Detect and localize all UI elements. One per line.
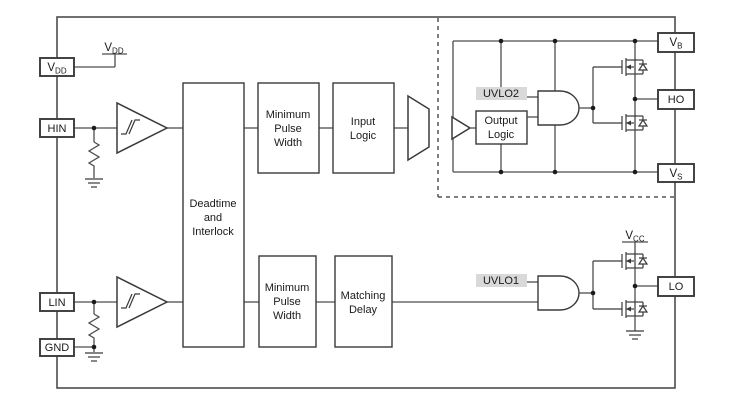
low-side-and-gate <box>537 275 580 311</box>
svg-text:UVLO2: UVLO2 <box>483 88 519 100</box>
hin-ground-icon <box>84 178 104 188</box>
svg-text:VDD: VDD <box>47 62 66 76</box>
pin-hin: HIN <box>39 118 75 138</box>
junction-dot <box>590 105 596 111</box>
high-side-top-mosfet-icon <box>592 57 648 77</box>
lin-schmitt-trigger <box>116 275 169 329</box>
pin-ho: HO <box>657 89 695 110</box>
junction-dot <box>91 299 97 305</box>
junction-dot <box>91 125 97 131</box>
hin-schmitt-trigger <box>116 101 169 155</box>
block-label: and <box>204 212 222 224</box>
vdd-supply-label: VDD <box>104 42 123 56</box>
output-logic-block: Output Logic <box>475 110 528 145</box>
block-label: Interlock <box>192 226 234 238</box>
svg-text:VS: VS <box>669 168 682 182</box>
block-label: Input <box>351 116 375 128</box>
high-side-bottom-mosfet-icon <box>592 113 648 133</box>
hysteresis-icon <box>121 119 140 135</box>
block-label: Output <box>484 115 517 127</box>
matching-delay-block: Matching Delay <box>334 255 393 348</box>
block-label: Width <box>273 310 301 322</box>
pin-gnd: GND <box>39 338 75 357</box>
svg-text:VB: VB <box>669 37 682 51</box>
svg-text:LIN: LIN <box>48 297 65 309</box>
svg-text:GND: GND <box>45 342 70 354</box>
pin-vdd: VDD <box>39 57 75 77</box>
hin-pulldown-resistor-icon <box>87 141 101 178</box>
block-label: Delay <box>349 304 378 316</box>
block-label: Logic <box>488 129 515 141</box>
block-label: Logic <box>350 130 377 142</box>
junction-dot <box>632 169 638 175</box>
junction-dot <box>552 38 558 44</box>
hysteresis-icon <box>121 293 140 309</box>
level-shifter <box>407 94 430 162</box>
floating-high-side-section: UVLO2 Output Logic <box>451 38 658 175</box>
block-label: Minimum <box>266 109 311 121</box>
junction-dot <box>590 290 596 296</box>
floating-section-dashed-boundary <box>437 18 674 198</box>
ic-boundary <box>56 16 676 389</box>
min-pulse-width-low-block: Minimum Pulse Width <box>258 255 317 348</box>
junction-dot <box>552 169 558 175</box>
block-label: Minimum <box>265 282 310 294</box>
vcc-supply-tap: VCC <box>622 230 648 254</box>
block-label: Pulse <box>273 296 301 308</box>
svg-text:LO: LO <box>669 281 684 293</box>
pin-lin: LIN <box>39 292 75 312</box>
block-label: Matching <box>341 290 386 302</box>
high-side-and-gate <box>537 90 580 126</box>
lin-pulldown-resistor-icon <box>87 313 101 352</box>
low-side-output-section: UVLO1 VCC <box>476 230 658 340</box>
svg-text:UVLO1: UVLO1 <box>483 275 519 287</box>
junction-dot <box>632 38 638 44</box>
low-side-ground-icon <box>625 330 645 340</box>
junction-dot <box>91 344 97 350</box>
level-shift-receiver-buffer <box>451 115 472 141</box>
vcc-supply-label: VCC <box>625 230 644 244</box>
lin-ground-icon <box>84 352 104 362</box>
uvlo1-label: UVLO1 <box>476 274 527 287</box>
low-side-bottom-mosfet-icon <box>592 299 648 319</box>
junction-dot <box>498 38 504 44</box>
junction-dot <box>498 169 504 175</box>
low-side-top-mosfet-icon <box>592 251 648 271</box>
junction-dot <box>632 283 638 289</box>
high-side-input-wires <box>74 125 408 188</box>
low-side-input-wires <box>74 299 538 362</box>
pin-vs: VS <box>657 163 695 183</box>
deadtime-interlock-block: Deadtime and Interlock <box>182 82 245 348</box>
pin-lo: LO <box>657 276 695 297</box>
pin-vb: VB <box>657 32 695 53</box>
uvlo2-label: UVLO2 <box>476 87 527 100</box>
svg-text:HIN: HIN <box>48 123 67 135</box>
block-label: Width <box>274 137 302 149</box>
block-label: Pulse <box>274 123 302 135</box>
svg-text:HO: HO <box>668 94 685 106</box>
vdd-supply-tap: VDD <box>74 42 127 68</box>
block-label: Deadtime <box>189 198 236 210</box>
min-pulse-width-high-block: Minimum Pulse Width <box>257 82 320 174</box>
junction-dot <box>632 96 638 102</box>
input-logic-block: Input Logic <box>332 82 395 174</box>
